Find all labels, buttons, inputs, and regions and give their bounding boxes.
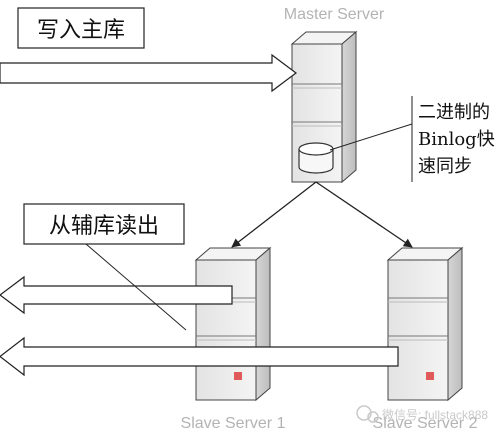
slave-server-1 — [194, 246, 272, 402]
slave-server-1-label: Slave Server 1 — [181, 415, 286, 432]
read-leader-line — [85, 243, 187, 331]
binlog-leader-line — [329, 123, 413, 151]
replication-arrow-slave1 — [231, 181, 317, 248]
database-icon — [298, 142, 334, 174]
slave-server-2 — [386, 246, 464, 402]
master-server — [290, 30, 358, 184]
replication-arrow-slave2 — [315, 181, 413, 248]
read-label-box — [23, 203, 185, 245]
watermark-text: 微信号: fullstack888 — [382, 408, 488, 422]
read-arrow-slave2 — [0, 336, 399, 377]
write-label: 写入主库 — [37, 18, 125, 43]
wechat-watermark: 微信号: fullstack888 — [356, 405, 488, 423]
slave1-led-icon — [234, 372, 242, 380]
binlog-note-line-3: 速同步 — [418, 156, 472, 177]
master-server-label: Master Server — [284, 6, 385, 23]
slave-server-2-label: Slave Server 2 — [373, 415, 478, 432]
binlog-note-line-1: 二进制的 — [418, 102, 490, 123]
read-arrow-slave1 — [0, 275, 233, 315]
write-label-box — [17, 7, 145, 49]
binlog-note-line-2: Binlog快 — [418, 129, 495, 150]
slave2-led-icon — [426, 372, 434, 380]
write-arrow — [0, 53, 297, 93]
read-label: 从辅库读出 — [49, 214, 159, 239]
